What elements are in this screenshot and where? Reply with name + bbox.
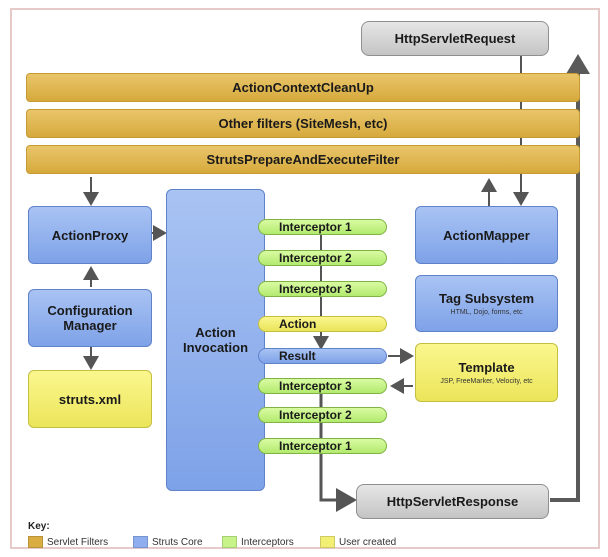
legend-label: Servlet Filters bbox=[47, 536, 109, 548]
chain-label: Interceptor 1 bbox=[279, 220, 352, 234]
action-invocation-label: Action Invocation bbox=[183, 325, 249, 355]
chain-interceptor-1: Interceptor 1 bbox=[258, 219, 387, 235]
action-mapper: ActionMapper bbox=[415, 206, 558, 264]
template-label: Template bbox=[458, 360, 515, 375]
chain-label: Action bbox=[279, 317, 317, 331]
chain-label: Interceptor 2 bbox=[279, 251, 352, 265]
legend-swatch bbox=[28, 536, 43, 548]
request-label: HttpServletRequest bbox=[394, 31, 516, 46]
struts-xml: struts.xml bbox=[28, 370, 152, 428]
chain-label: Interceptor 3 bbox=[279, 379, 352, 393]
tag-subsystem: Tag Subsystem HTML, Dojo, forms, etc bbox=[415, 275, 558, 332]
filter-label: Other filters (SiteMesh, etc) bbox=[218, 116, 388, 131]
action-mapper-label: ActionMapper bbox=[443, 227, 530, 243]
chain-return-interceptor-3: Interceptor 3 bbox=[258, 378, 387, 394]
action-invocation: Action Invocation bbox=[166, 189, 265, 491]
legend-label: Struts Core bbox=[152, 536, 203, 548]
chain-label: Interceptor 1 bbox=[279, 439, 352, 453]
chain-return-interceptor-2: Interceptor 2 bbox=[258, 407, 387, 423]
filter-struts-prepare-execute: StrutsPrepareAndExecuteFilter bbox=[26, 145, 580, 174]
chain-label: Interceptor 3 bbox=[279, 282, 352, 296]
chain-action: Action bbox=[258, 316, 387, 332]
legend-title: Key: bbox=[28, 521, 50, 532]
tag-subsystem-sublabel: HTML, Dojo, forms, etc bbox=[450, 309, 523, 316]
legend-item-struts-core: Struts Core bbox=[133, 536, 203, 548]
chain-interceptor-3: Interceptor 3 bbox=[258, 281, 387, 297]
http-servlet-response: HttpServletResponse bbox=[356, 484, 549, 519]
legend-label: User created bbox=[339, 536, 397, 548]
tag-subsystem-label: Tag Subsystem bbox=[438, 291, 535, 306]
chain-result: Result bbox=[258, 348, 387, 364]
action-proxy-label: ActionProxy bbox=[51, 227, 129, 243]
action-proxy: ActionProxy bbox=[28, 206, 152, 264]
arrow-response-to-exit bbox=[550, 54, 590, 502]
legend-item-servlet-filters: Servlet Filters bbox=[28, 536, 108, 548]
filter-label: StrutsPrepareAndExecuteFilter bbox=[206, 152, 400, 167]
filter-other-filters: Other filters (SiteMesh, etc) bbox=[26, 109, 580, 138]
chain-label: Interceptor 2 bbox=[279, 408, 352, 422]
template-sublabel: JSP, FreeMarker, Velocity, etc bbox=[440, 378, 533, 385]
struts-xml-label: struts.xml bbox=[58, 391, 122, 407]
legend-swatch bbox=[320, 536, 335, 548]
legend-swatch bbox=[133, 536, 148, 548]
legend-swatch bbox=[222, 536, 237, 548]
arrow-chain-to-response bbox=[319, 394, 357, 512]
filter-label: ActionContextCleanUp bbox=[232, 80, 374, 95]
filter-action-context-cleanup: ActionContextCleanUp bbox=[26, 73, 580, 102]
configuration-manager-label: Configuration Manager bbox=[47, 303, 133, 333]
template: Template JSP, FreeMarker, Velocity, etc bbox=[415, 343, 558, 402]
chain-interceptor-2: Interceptor 2 bbox=[258, 250, 387, 266]
response-label: HttpServletResponse bbox=[386, 494, 519, 509]
diagram-frame bbox=[10, 8, 600, 549]
http-servlet-request: HttpServletRequest bbox=[361, 21, 549, 56]
legend-label: Interceptors bbox=[241, 536, 294, 548]
chain-label: Result bbox=[279, 349, 316, 363]
legend-item-interceptors: Interceptors bbox=[222, 536, 294, 548]
legend-item-user-created: User created bbox=[320, 536, 396, 548]
configuration-manager: Configuration Manager bbox=[28, 289, 152, 347]
chain-return-interceptor-1: Interceptor 1 bbox=[258, 438, 387, 454]
